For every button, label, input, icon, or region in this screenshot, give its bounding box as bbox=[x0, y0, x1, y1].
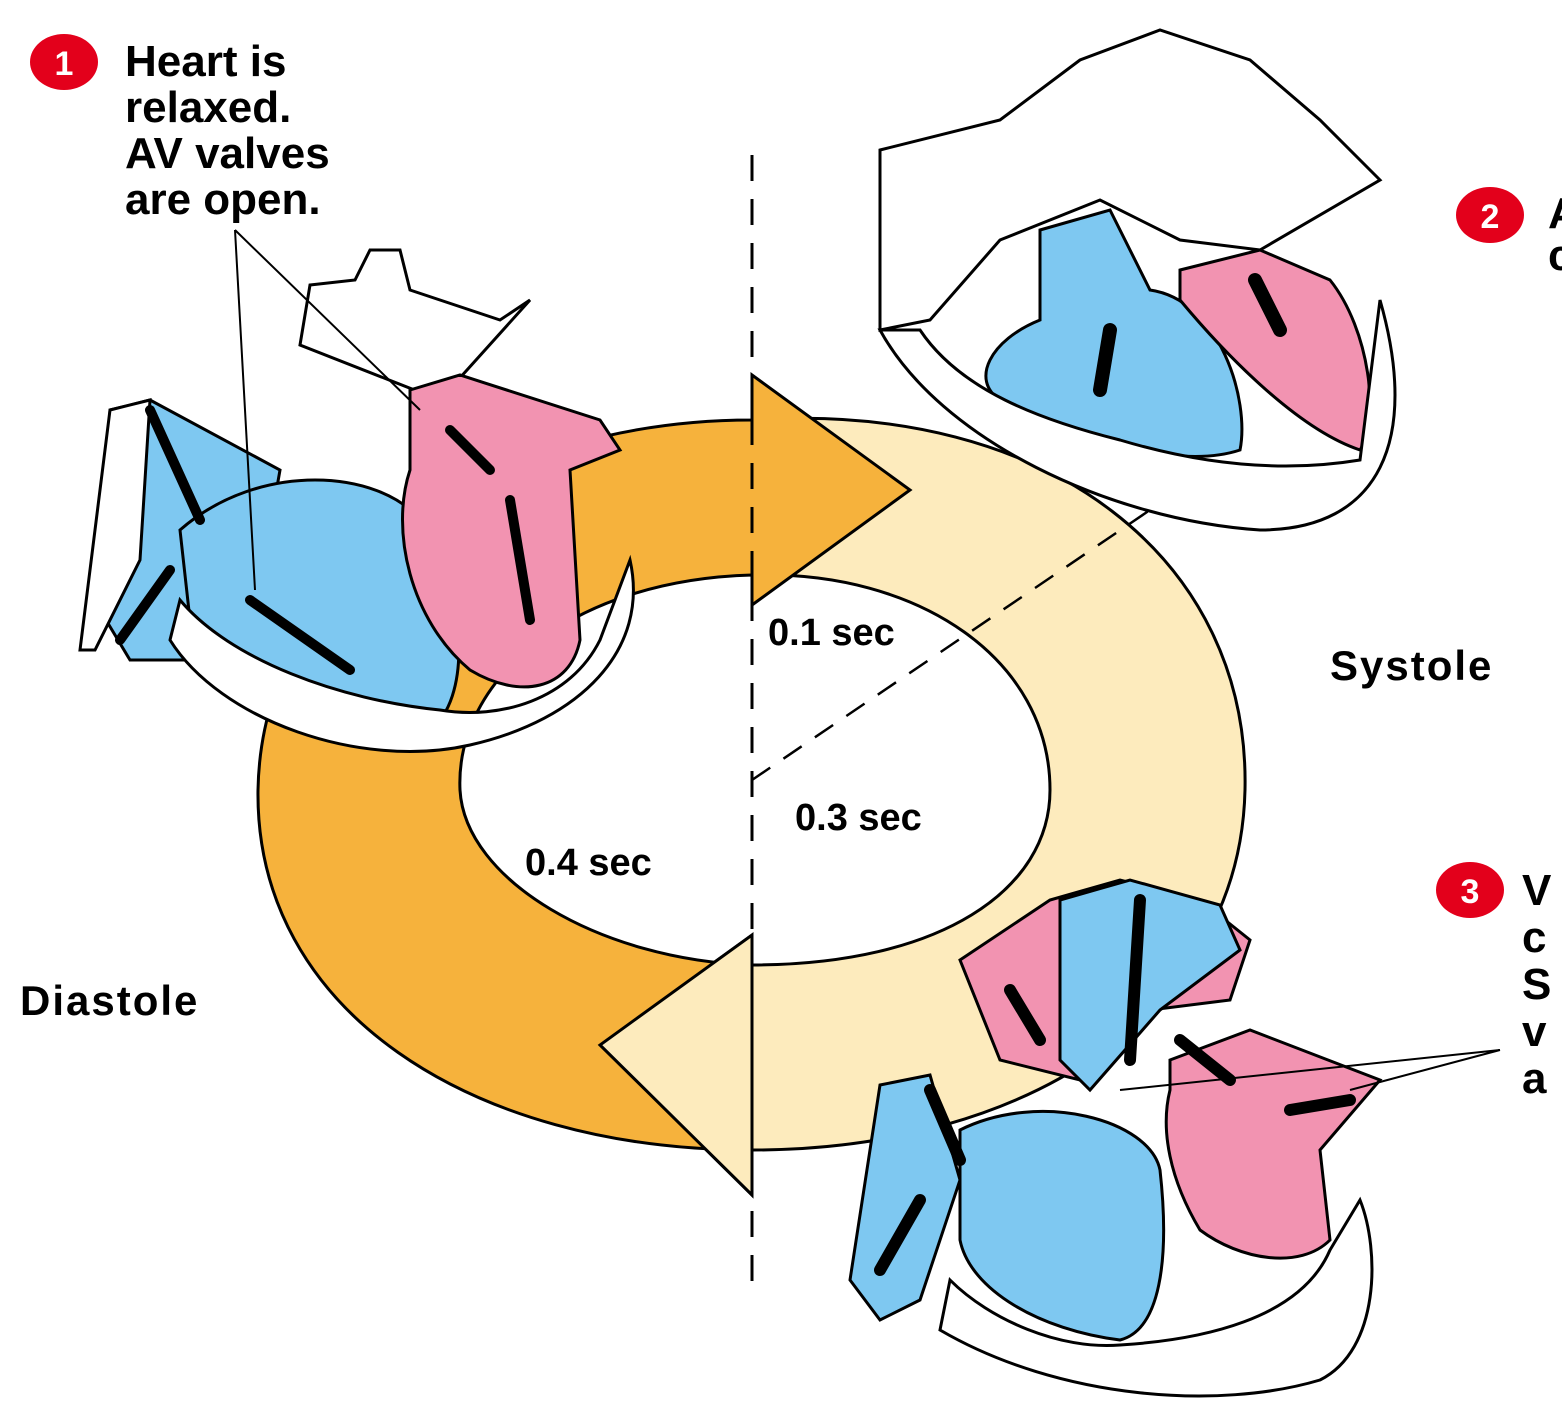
step-3-line-3: S bbox=[1522, 960, 1551, 1009]
step-1-line-3: AV valves bbox=[125, 129, 330, 178]
systole-label: Systole bbox=[1330, 642, 1493, 689]
step-3-line-1: V bbox=[1522, 866, 1552, 915]
duration-0-3-sec: 0.3 sec bbox=[795, 797, 922, 839]
step-3-number: 3 bbox=[1461, 873, 1480, 911]
step-1-number: 1 bbox=[55, 45, 74, 83]
duration-0-4-sec: 0.4 sec bbox=[525, 842, 652, 884]
step-2-number: 2 bbox=[1481, 198, 1500, 236]
step-2-line-2: c bbox=[1548, 231, 1562, 280]
step-3-line-5: a bbox=[1522, 1054, 1547, 1103]
diastole-label: Diastole bbox=[20, 977, 199, 1024]
step-1: 1 Heart is relaxed. AV valves are open. bbox=[30, 34, 330, 224]
step-1-line-2: relaxed. bbox=[125, 83, 291, 132]
step-3: 3 V c S v a bbox=[1436, 862, 1552, 1103]
step-3-line-4: v bbox=[1522, 1007, 1547, 1056]
step-1-line-1: Heart is bbox=[125, 37, 286, 86]
step-3-line-2: c bbox=[1522, 913, 1546, 962]
heart-diastole bbox=[80, 230, 633, 751]
duration-0-1-sec: 0.1 sec bbox=[768, 612, 895, 654]
step-2: 2 A c bbox=[1456, 187, 1562, 280]
step-1-line-4: are open. bbox=[125, 175, 321, 224]
